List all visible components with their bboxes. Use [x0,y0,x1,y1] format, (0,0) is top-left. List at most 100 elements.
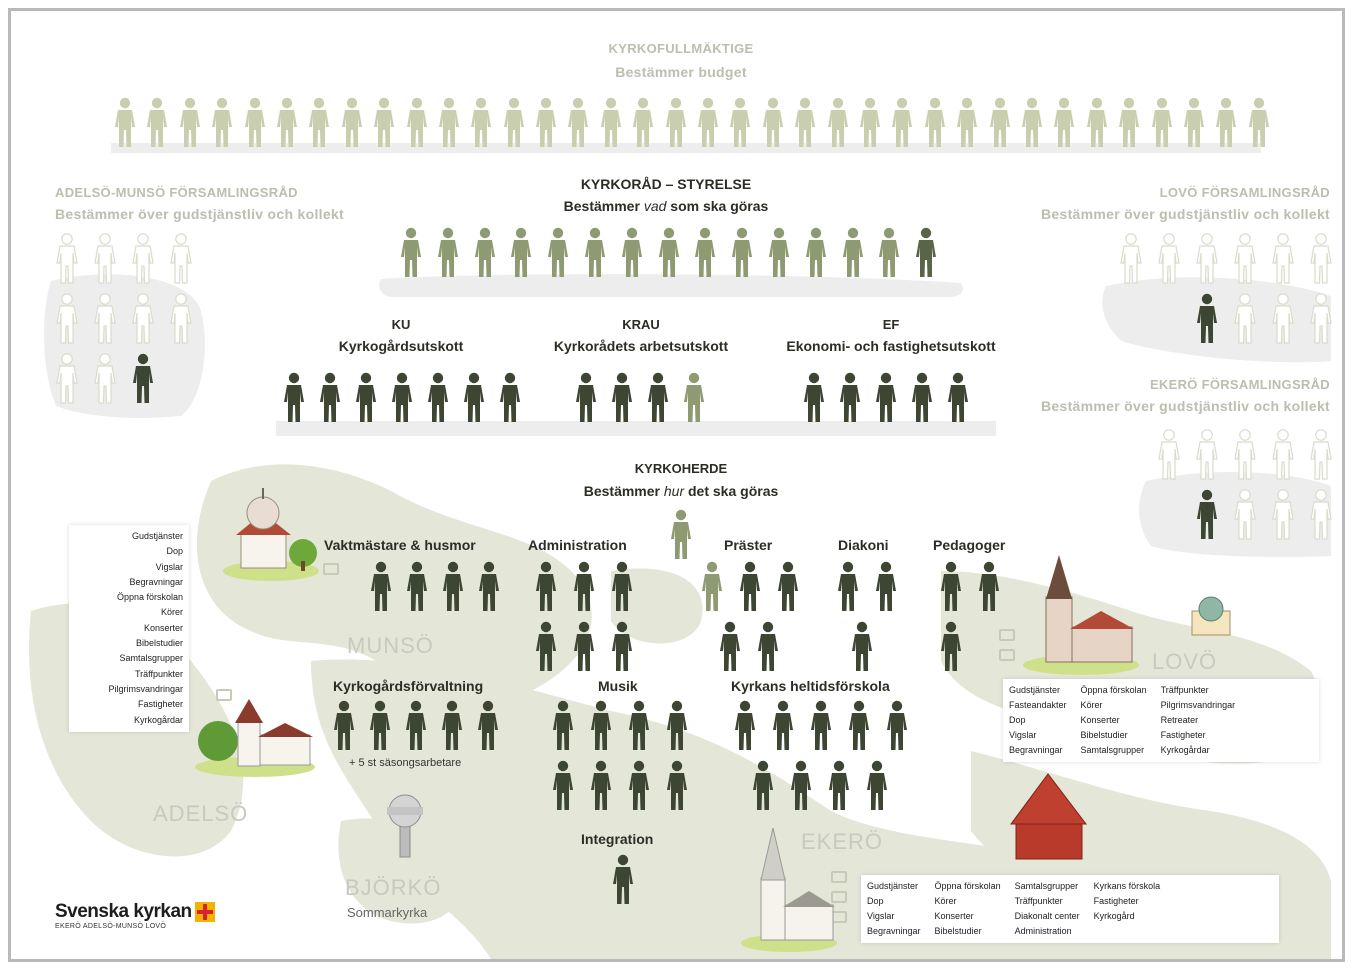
adelso-munso-rad-members [55,233,205,413]
ekero-rad-subtitle: Bestämmer över gudstjänstliv och kollekt [1041,398,1330,414]
person-icon [406,97,427,147]
person-icon [633,97,654,147]
collection-icon [323,563,339,575]
person-icon [876,372,896,422]
service-item: Begravningar [129,576,183,587]
person-icon [591,760,611,810]
committee-krau-members [574,372,706,424]
collection-icon [999,649,1015,661]
person-icon [536,621,556,671]
figure-row [1119,233,1339,285]
person-icon [667,760,687,810]
staff-vaktmastare-members [369,561,501,613]
person-icon [94,233,116,284]
person-icon [684,372,704,422]
person-icon [115,97,135,147]
service-item: Körer [934,896,957,906]
person-icon [132,233,154,284]
person-icon [648,372,668,422]
service-item: Vigslar [155,561,183,572]
service-item: Fastigheter [1160,730,1206,740]
land-island-small [611,568,703,644]
figure-row [55,293,205,345]
service-item: Öppna förskolan [934,881,1001,891]
person-icon [1196,429,1218,480]
person-icon [479,561,499,611]
service-item: Bibelstudier [934,926,982,936]
person-icon [612,621,632,671]
service-item: Fastigheter [137,699,183,710]
staff-forskola-label: Kyrkans heltidsförskola [731,678,890,694]
figure-row [1157,429,1339,481]
person-icon [852,621,872,671]
person-icon [406,700,426,750]
person-icon [370,700,390,750]
person-icon [1158,233,1180,284]
figure-row [850,621,906,673]
person-icon [658,227,679,277]
fullmaktige-subtitle: Bestämmer budget [615,64,747,80]
person-icon [667,700,687,750]
person-icon [1310,293,1332,344]
committee-ef-name: Ekonomi- och fastighetsutskott [786,338,996,354]
service-item: Träffpunkter [1014,896,1063,906]
person-icon [1021,97,1042,147]
lovo-chapel-icon [1191,596,1231,636]
figure-row [55,353,205,405]
staff-administration-label: Administration [528,537,627,553]
person-icon [1216,97,1237,147]
figure-row [836,561,906,613]
person-icon [284,372,304,422]
service-item: Gudstjänster [867,881,919,891]
kyrkoherde-figure [669,509,693,566]
person-icon [1183,97,1204,147]
service-item: Administration [1014,926,1072,936]
person-icon [795,97,816,147]
person-icon [941,561,961,611]
staff-sasong-note: + 5 st säsongsarbetare [349,757,462,769]
person-icon [758,621,778,671]
service-item: Konserter [934,911,974,921]
person-icon [553,760,573,810]
person-icon [621,227,642,277]
person-icon [1272,233,1294,284]
person-icon [892,97,913,147]
person-icon [702,561,722,611]
service-item: Körer [1080,700,1103,710]
person-icon [842,227,863,277]
person-icon [133,353,153,403]
person-icon [600,97,621,147]
service-item: Kyrkogårdar [133,714,183,725]
staff-kyrkogardsforvaltning-label: Kyrkogårdsförvaltning [333,678,484,694]
kyrkorad-subtitle: Bestämmer vad som ska göras [563,198,769,214]
person-icon [1196,233,1218,284]
person-icon [791,760,811,810]
service-item: Konserter [1080,715,1120,725]
person-icon [957,97,978,147]
person-icon [1197,489,1217,539]
fullmaktige-members [113,97,1271,149]
service-item: Fasteandakter [1009,700,1067,710]
person-icon [773,700,793,750]
person-icon [443,561,463,611]
person-icon [849,700,869,750]
figure-row [551,760,721,812]
person-icon [1234,293,1256,344]
person-icon [1234,429,1256,480]
person-icon [401,227,421,277]
committee-krau-name: Kyrkorådets arbetsutskott [553,338,729,354]
committee-ku-members [282,372,522,424]
committee-ef-members [802,372,970,424]
collection-icon [831,891,847,903]
staff-musik-members [551,700,721,820]
person-icon [511,227,532,277]
kyrkorad-members [399,227,938,279]
service-item: Samtalsgrupper [1014,881,1079,891]
person-icon [735,700,755,750]
person-icon [576,372,596,422]
service-item: Retreater [1160,715,1199,725]
committee-ef-abbr: EF [882,317,900,332]
ekero-rad-title: EKERÖ FÖRSAMLINGSRÅD [1149,377,1330,392]
person-icon [1119,97,1140,147]
